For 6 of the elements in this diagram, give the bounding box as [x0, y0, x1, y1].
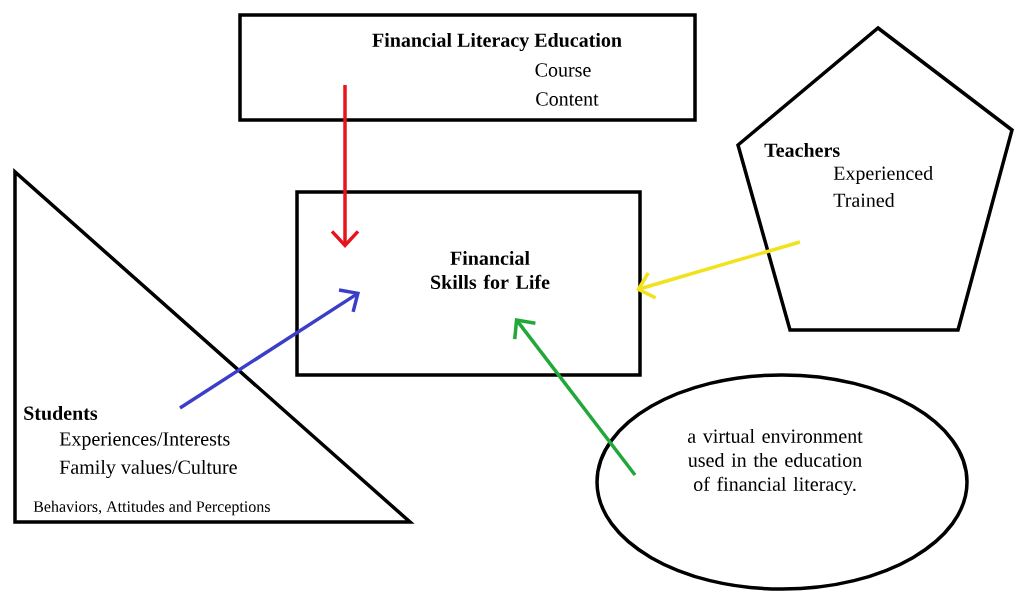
arrow: [179, 288, 360, 410]
arrow: [636, 240, 801, 300]
arrow: [513, 318, 637, 477]
text-box: Financial Skills for Life: [295, 190, 642, 377]
text-box: Financial Literacy Education Course Content: [238, 13, 697, 122]
arrow: [330, 85, 360, 248]
